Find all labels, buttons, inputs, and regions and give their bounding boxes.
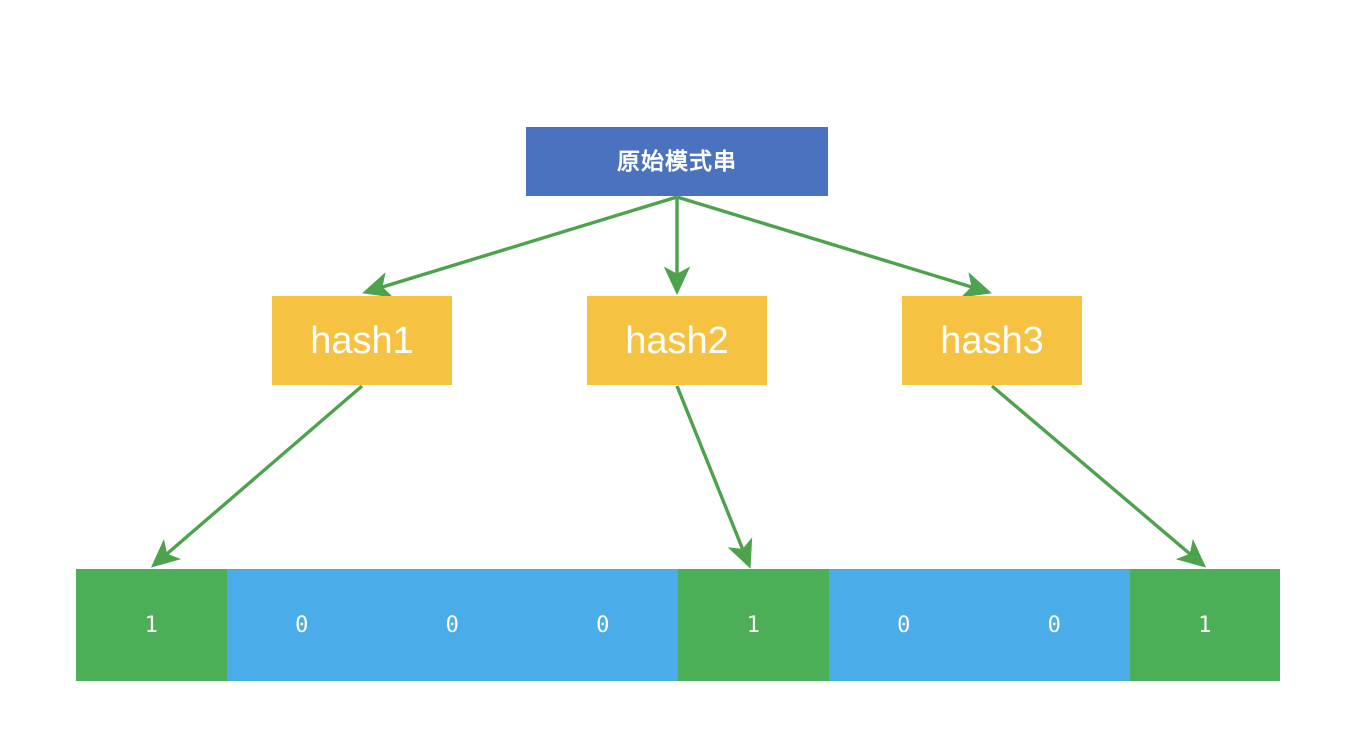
hash-node-1: hash1 xyxy=(272,296,452,385)
bit-cell-1: 0 xyxy=(226,569,377,681)
hash-node-3: hash3 xyxy=(902,296,1082,385)
hash-node-2: hash2 xyxy=(587,296,767,385)
bit-cell-4: 1 xyxy=(678,569,829,681)
bit-cell-6: 0 xyxy=(979,569,1130,681)
arrow-hash1-to-bit0 xyxy=(150,384,364,568)
bit-cell-3: 0 xyxy=(527,569,678,681)
arrow-source-to-hash1 xyxy=(362,195,678,298)
source-pattern-node: 原始模式串 xyxy=(526,127,828,196)
arrow-hash3-to-bit7 xyxy=(990,384,1207,568)
arrow-source-to-hash3 xyxy=(676,195,992,298)
bit-cell-7: 1 xyxy=(1129,569,1280,681)
bit-cell-0: 1 xyxy=(76,569,227,681)
bit-cell-2: 0 xyxy=(377,569,528,681)
bit-cell-5: 0 xyxy=(828,569,979,681)
arrow-hash2-to-bit4 xyxy=(675,385,753,569)
